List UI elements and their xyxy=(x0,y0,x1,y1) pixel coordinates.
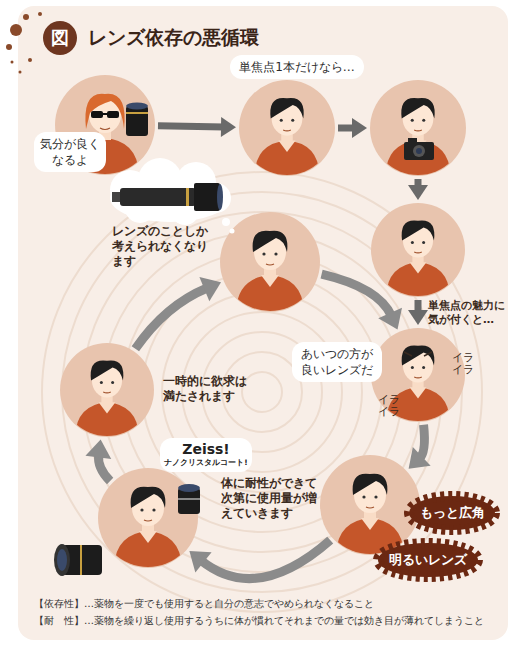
anger-marks xyxy=(404,352,432,356)
arrow-head xyxy=(221,117,236,137)
connector xyxy=(408,179,428,200)
burst-shape xyxy=(378,496,495,577)
connector xyxy=(408,300,428,325)
arrow-head xyxy=(189,551,211,572)
footnote: 【耐 性】…薬物を繰り返し使用するうちに体が慣れてそれまでの量では効き目が薄れて… xyxy=(34,614,510,628)
diagram-title: レンズ依存の悪循環 xyxy=(88,25,259,51)
person-figure xyxy=(236,231,304,314)
scene-circle: 気分が良くなるよ xyxy=(55,75,155,175)
connector xyxy=(135,277,221,349)
person-figure xyxy=(386,221,450,299)
person-figure xyxy=(336,474,404,557)
person-figure xyxy=(114,487,182,570)
arrow-head xyxy=(85,440,111,460)
sound-effect: イラ イラ xyxy=(452,352,478,376)
connector xyxy=(85,440,111,481)
caption-text: 体に耐性ができて次第に使用量が増えていきます xyxy=(221,476,318,521)
badge-text: 図 xyxy=(43,21,77,55)
arrow-head xyxy=(199,277,221,301)
footnote: 【依存性】…薬物を一度でも使用すると自分の意志でやめられなくなること xyxy=(34,597,510,611)
connector-line xyxy=(158,126,224,127)
connector xyxy=(338,118,367,138)
bubble-heading: Zeiss! xyxy=(164,441,248,458)
scene-circle xyxy=(371,203,465,297)
thought-cloud xyxy=(110,158,235,234)
connector-line xyxy=(420,425,425,459)
burst-text: もっと広角 xyxy=(410,503,494,523)
scene-circle: レンズのことしか考えられなくなります xyxy=(220,212,320,312)
connector xyxy=(409,425,431,469)
burst-text: 明るいレンズ xyxy=(380,550,476,570)
held-lens xyxy=(126,103,148,137)
speech-bubble: 気分が良くなるよ xyxy=(34,132,106,172)
scene-circle: もっと広角明るいレンズ xyxy=(320,455,420,555)
caption-text: レンズのことしか考えられなくなります xyxy=(112,224,210,269)
sound-effect: イラ イラ xyxy=(378,394,404,418)
zeiss-lens xyxy=(178,484,200,514)
person-figure xyxy=(385,98,450,178)
scene-circle: 一時的に欲求は満たされます xyxy=(60,343,154,437)
arrow-head xyxy=(378,308,402,330)
camera-icon xyxy=(404,138,434,160)
connector-line xyxy=(322,274,392,316)
connector-line xyxy=(201,540,330,578)
person-figure xyxy=(254,98,319,178)
arrow-head xyxy=(409,447,431,469)
wide-angle-lens xyxy=(54,544,102,576)
person-figure xyxy=(386,346,450,424)
speech-bubble: Zeiss!ナノクリスタルコート! xyxy=(160,438,252,472)
connector xyxy=(158,117,236,137)
telephoto-lens xyxy=(112,183,223,211)
scene-circle: Zeiss!ナノクリスタルコート!体に耐性ができて次第に使用量が増えていきます xyxy=(98,468,198,568)
person-figure xyxy=(75,361,139,439)
speech-bubble: あいつの方が良いレンズだ xyxy=(292,342,382,382)
caption-text: 一時的に欲求は満たされます xyxy=(163,374,255,404)
edge-label: 単焦点の魅力に気が付くと… xyxy=(428,299,510,327)
arrow-head xyxy=(408,310,428,325)
arrow-head xyxy=(352,118,367,138)
dealer-figure xyxy=(71,94,139,177)
concentric-rings xyxy=(42,172,482,612)
scene-circle: 単焦点1本だけなら… xyxy=(239,80,335,176)
arrow-head xyxy=(408,185,428,200)
speech-bubble: 単焦点1本だけなら… xyxy=(230,55,364,79)
connector-line xyxy=(135,288,207,349)
connector xyxy=(189,540,330,578)
figure-badge: 図 xyxy=(43,21,77,55)
bubble-subtext: ナノクリスタルコート! xyxy=(164,458,248,468)
scene-circle xyxy=(370,80,466,176)
ink-splatter xyxy=(6,12,42,74)
